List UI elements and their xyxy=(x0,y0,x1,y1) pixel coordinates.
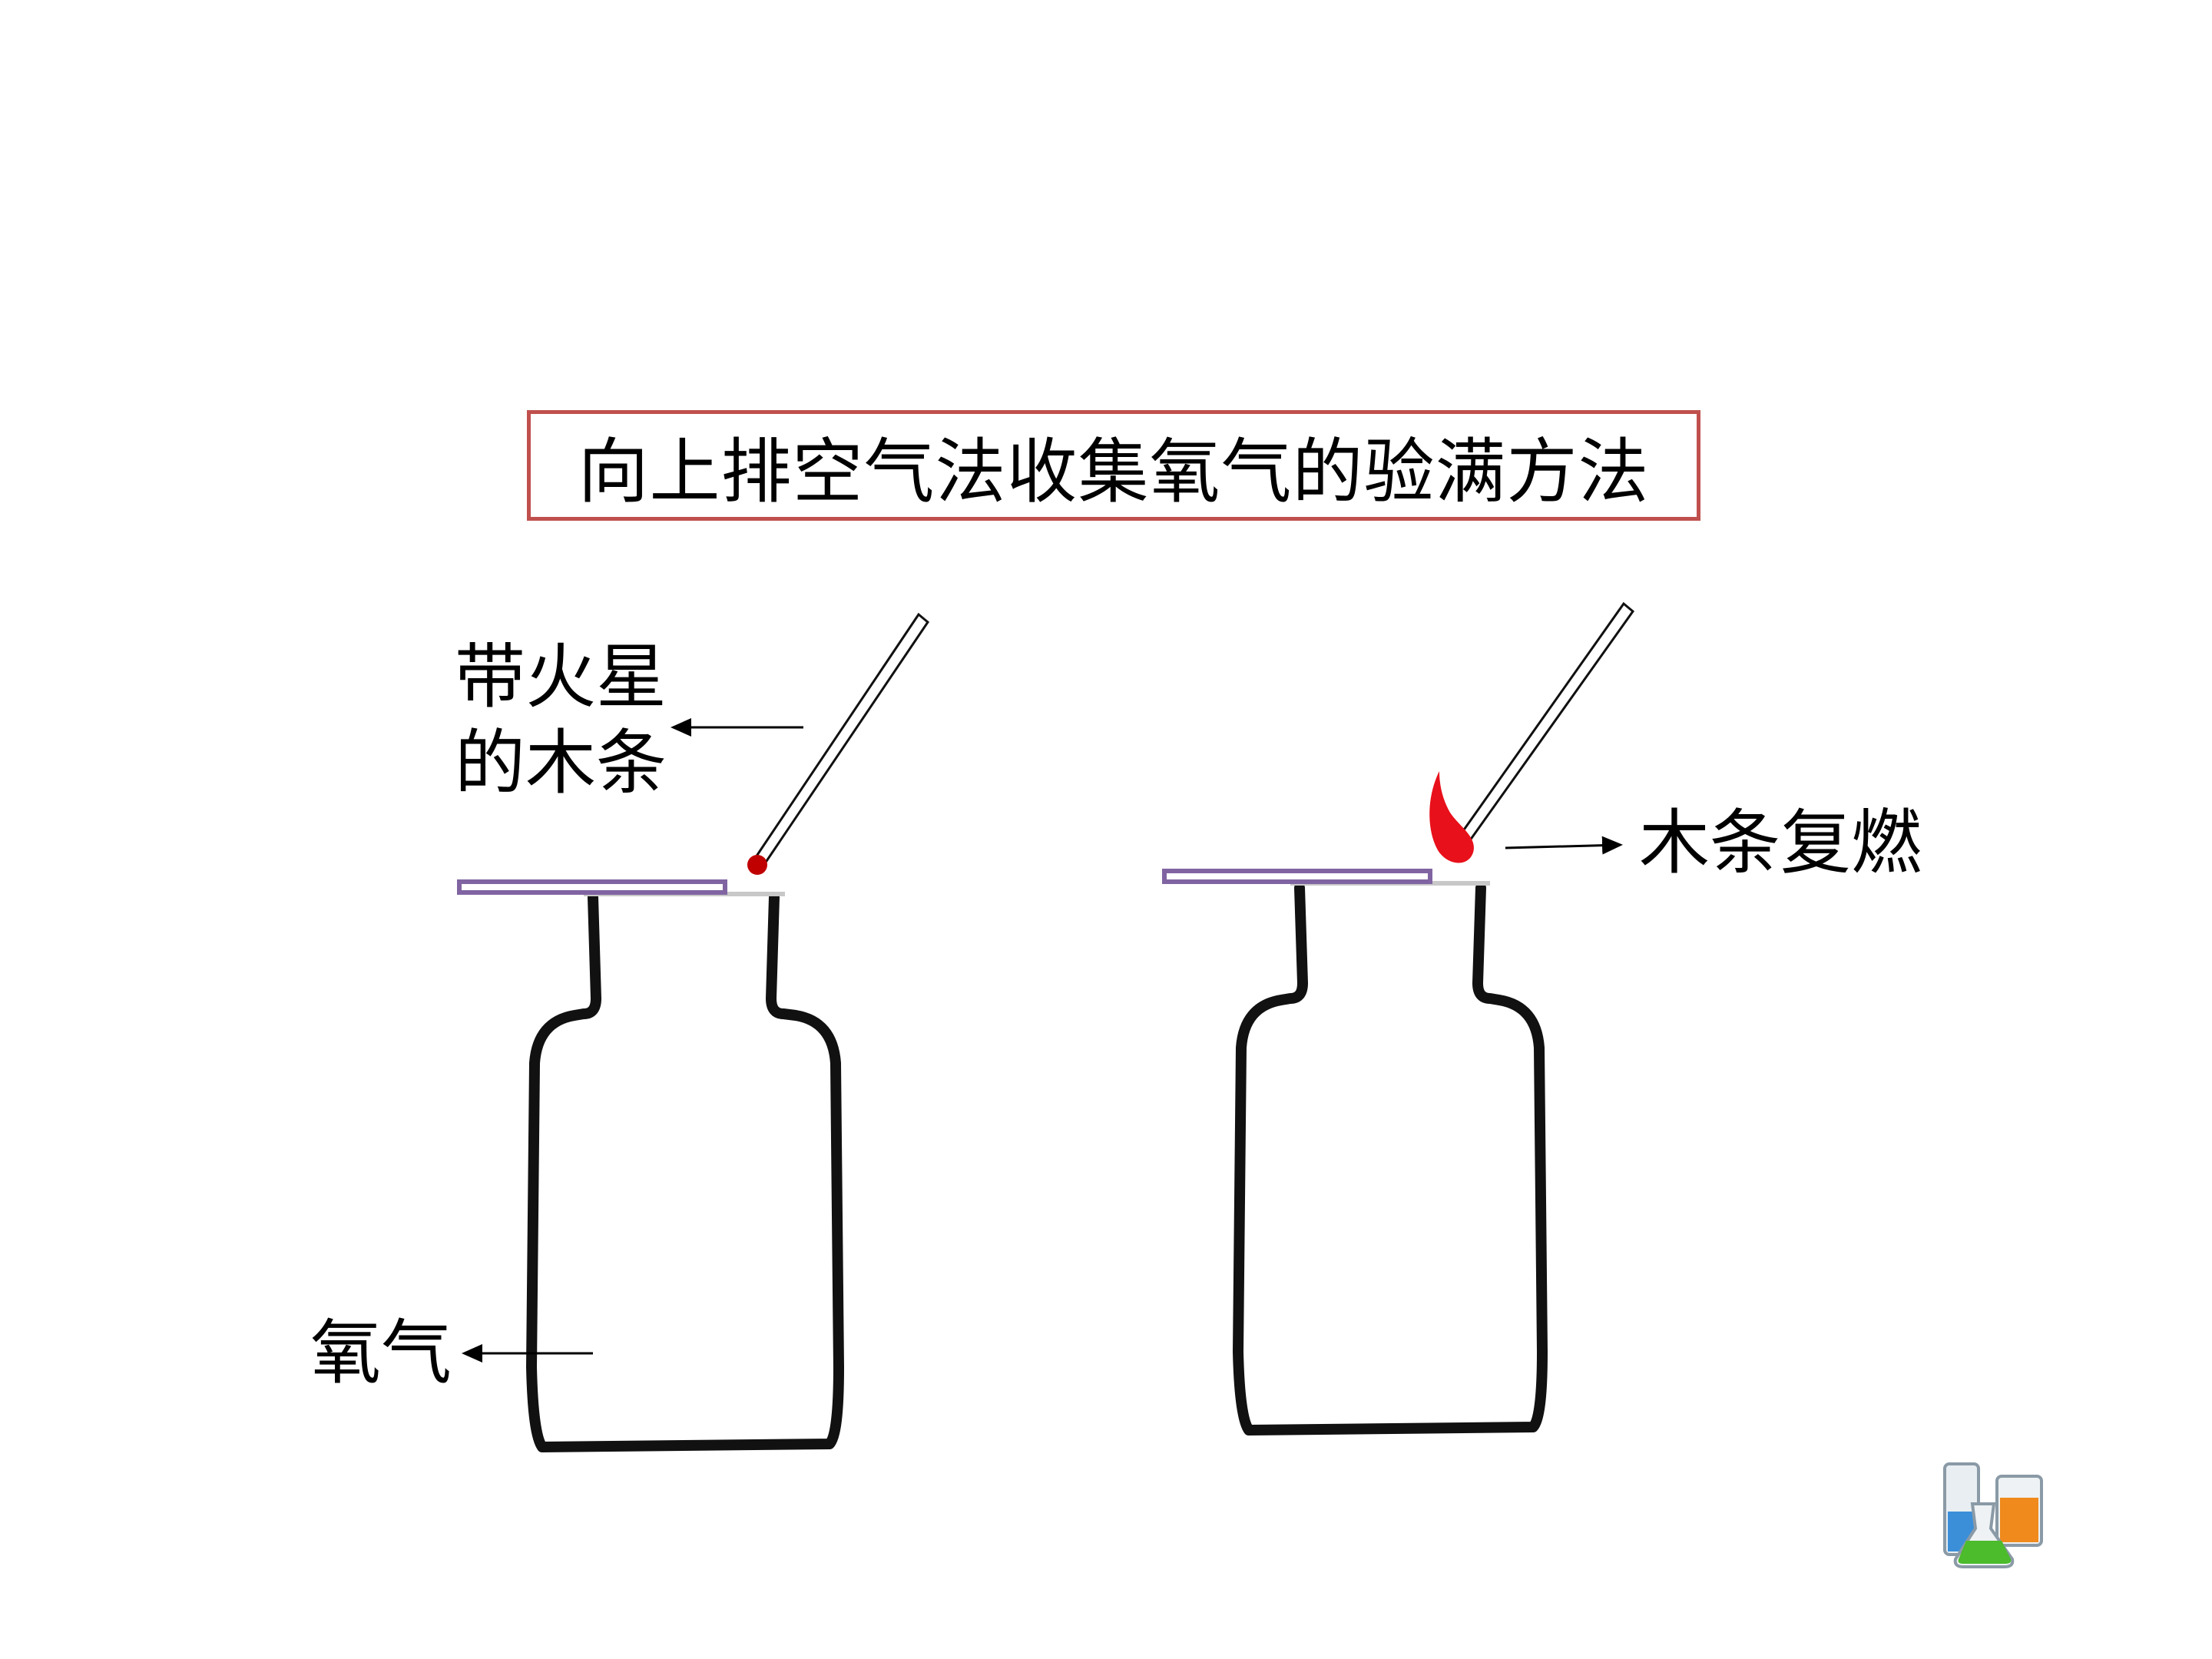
label-glowing-splint-line2: 的木条 xyxy=(455,722,667,804)
page-title-text: 向上排空气法收集氧气的验满方法 xyxy=(578,430,1650,513)
glass-plate-left xyxy=(457,879,727,895)
splint-right xyxy=(1459,601,1635,843)
arrow-to-result xyxy=(1505,836,1623,855)
beakers-icon xyxy=(1943,1462,2043,1568)
label-glowing-splint: 带火星 的木条 xyxy=(455,634,667,806)
label-glowing-splint-line1: 带火星 xyxy=(455,636,667,718)
glass-plate-right xyxy=(1162,869,1432,884)
glowing-ember-icon xyxy=(747,855,767,875)
gas-bottle-right xyxy=(1233,882,1548,1435)
splint-left xyxy=(753,612,930,866)
left-setup xyxy=(457,612,930,1452)
label-splint-reignites: 木条复燃 xyxy=(1639,802,1922,884)
page-title: 向上排空气法收集氧气的验满方法 xyxy=(527,410,1700,521)
gas-bottle-left xyxy=(526,892,844,1452)
flame-icon xyxy=(1429,771,1474,863)
right-setup xyxy=(1162,601,1635,1435)
label-oxygen: 氧气 xyxy=(310,1312,452,1394)
